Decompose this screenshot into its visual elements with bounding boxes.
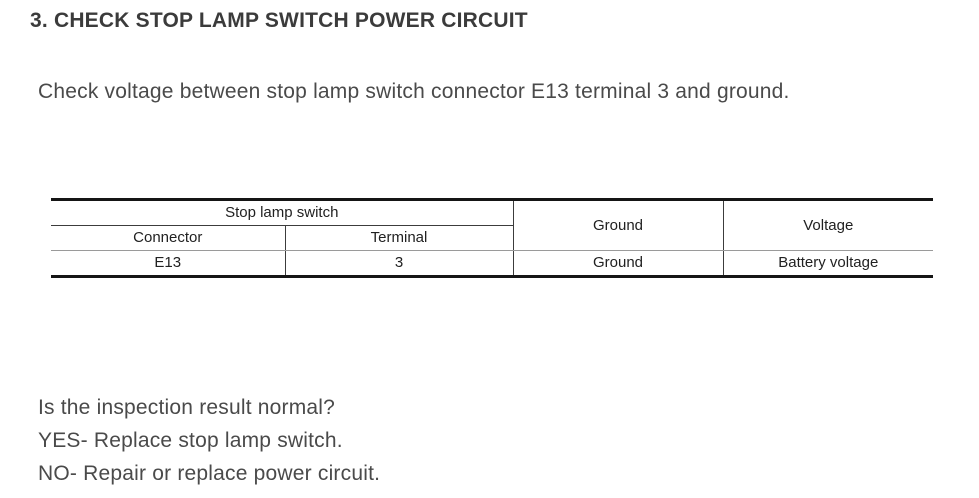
result-question: Is the inspection result normal? [38,396,336,419]
table-row: E13 3 Ground Battery voltage [51,250,934,277]
table-cell-ground: Ground [512,250,724,277]
result-no: NO- Repair or replace power circuit. [38,462,381,485]
table-row-sub-header: Connector Terminal [51,225,933,251]
table-header-voltage: Voltage [722,199,934,251]
table-header-connector: Connector [51,225,285,251]
instruction-text: Check voltage between stop lamp switch c… [38,80,790,103]
result-yes: YES- Replace stop lamp switch. [38,429,343,452]
table-header-stop-lamp-switch: Stop lamp switch [51,199,514,226]
table-cell-connector: E13 [154,254,182,271]
step-heading: 3. CHECK STOP LAMP SWITCH POWER CIRCUIT [30,9,528,32]
table-row-group-header: Stop lamp switch Ground Voltage [51,199,934,251]
table-header-terminal: Terminal [284,225,514,251]
measurement-table: Stop lamp switch Ground Voltage Connecto… [51,198,934,278]
table-cell-terminal: 3 [284,250,514,277]
result-block: Is the inspection result normal? YES- Re… [38,391,380,490]
table-header-ground: Ground [512,199,724,251]
table-cell-voltage: Battery voltage [722,250,934,277]
